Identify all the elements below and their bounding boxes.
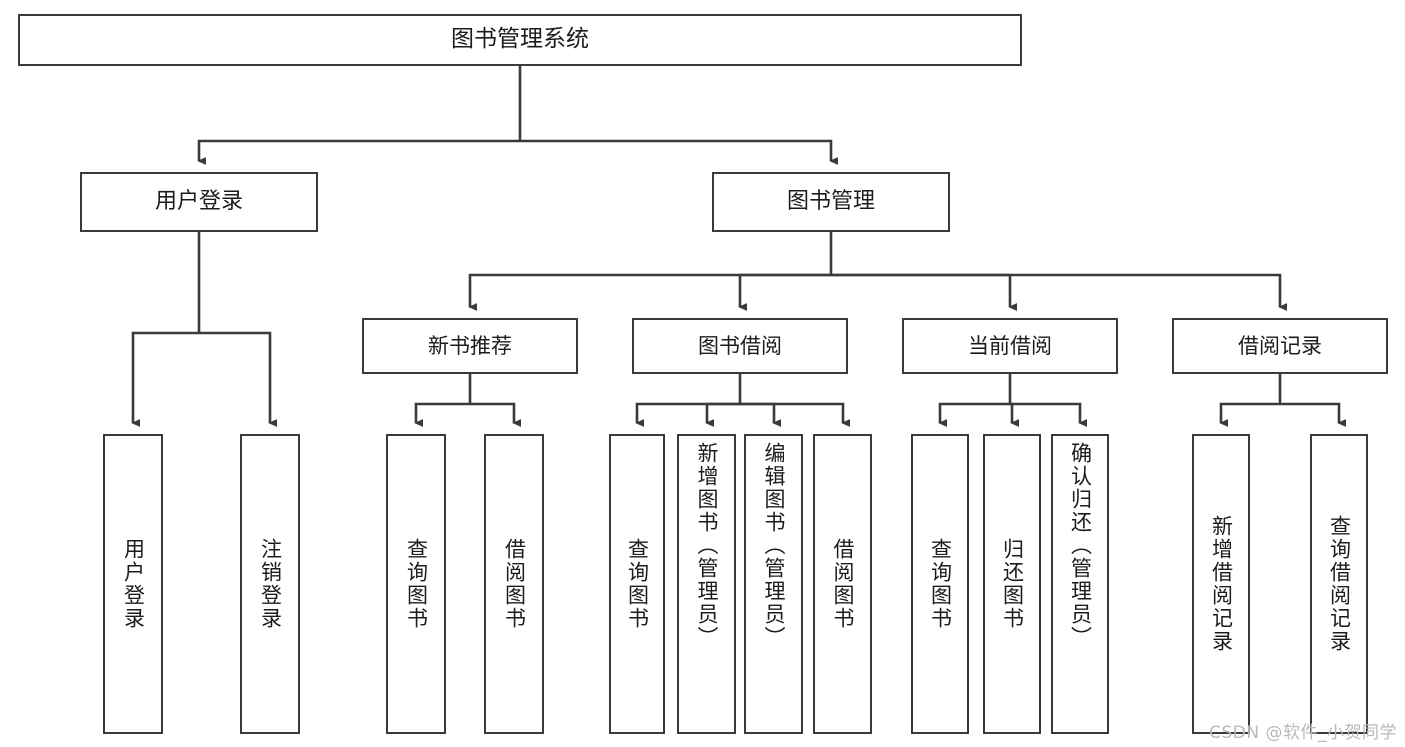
node-label: 新增图书（管理员） [695,442,719,649]
node-l3[interactable]: 查询图书 [386,434,446,734]
node-l10[interactable]: 归还图书 [983,434,1041,734]
node-l2[interactable]: 注销登录 [240,434,300,734]
connector-borrow-to-l5 [635,402,740,427]
node-label: 图书管理 [786,189,875,215]
node-l11[interactable]: 确认归还（管理员） [1051,434,1109,734]
connector-borrow-to-l7 [740,402,782,427]
connector-borrow-to-l6 [705,402,740,427]
node-label: 查询图书 [404,538,429,630]
node-label: 图书管理系统 [451,26,589,53]
node-borrow[interactable]: 图书借阅 [632,318,848,374]
connector-login-to-l2 [199,331,278,427]
node-l5[interactable]: 查询图书 [609,434,665,734]
connector-login-to-l1 [131,331,199,427]
node-label: 查询借阅记录 [1327,515,1352,653]
connector-newbook-to-l4 [470,402,522,427]
connector-borrow-to-l8 [740,402,851,427]
node-label: 确认归还（管理员） [1068,442,1093,649]
node-l7[interactable]: 编辑图书（管理员） [744,434,803,734]
node-label: 注销登录 [258,538,283,630]
connector-root-to-bookmgmt [520,139,839,165]
node-label: 新增借阅记录 [1209,515,1234,653]
connector-bookmgmt-to-newbook [468,273,831,311]
node-label: 图书借阅 [698,333,782,358]
node-label: 借阅记录 [1238,333,1322,358]
connector-current-to-l9 [938,402,1010,427]
watermark-credit: CSDN @软件_小贺同学 [1209,723,1397,743]
node-label: 用户登录 [154,189,243,215]
node-l4[interactable]: 借阅图书 [484,434,544,734]
node-label: 当前借阅 [968,333,1052,358]
connector-current-to-l11 [1010,402,1088,427]
connector-bookmgmt-to-borrow [738,273,831,311]
node-l9[interactable]: 查询图书 [911,434,969,734]
node-label: 查询图书 [625,538,650,630]
node-current[interactable]: 当前借阅 [902,318,1118,374]
node-label: 用户登录 [121,538,146,630]
node-l8[interactable]: 借阅图书 [813,434,872,734]
node-login[interactable]: 用户登录 [80,172,318,232]
node-record[interactable]: 借阅记录 [1172,318,1388,374]
connector-bookmgmt-to-record [831,273,1288,311]
connector-newbook-to-l3 [414,402,470,427]
node-l13[interactable]: 查询借阅记录 [1310,434,1368,734]
node-l1[interactable]: 用户登录 [103,434,163,734]
node-label: 编辑图书（管理员） [762,442,786,649]
connector-current-to-l10 [1010,402,1020,427]
node-label: 借阅图书 [831,538,855,630]
node-l6[interactable]: 新增图书（管理员） [677,434,736,734]
connector-root-to-login [197,139,520,165]
node-label: 借阅图书 [502,538,527,630]
node-label: 归还图书 [1000,538,1025,630]
node-label: 查询图书 [928,538,953,630]
node-newbook[interactable]: 新书推荐 [362,318,578,374]
node-root[interactable]: 图书管理系统 [18,14,1022,66]
connector-record-to-l13 [1280,402,1347,427]
node-l12[interactable]: 新增借阅记录 [1192,434,1250,734]
connector-record-to-l12 [1219,402,1280,427]
node-label: 新书推荐 [428,333,512,358]
node-bookmgmt[interactable]: 图书管理 [712,172,950,232]
connector-bookmgmt-to-current [831,273,1018,311]
